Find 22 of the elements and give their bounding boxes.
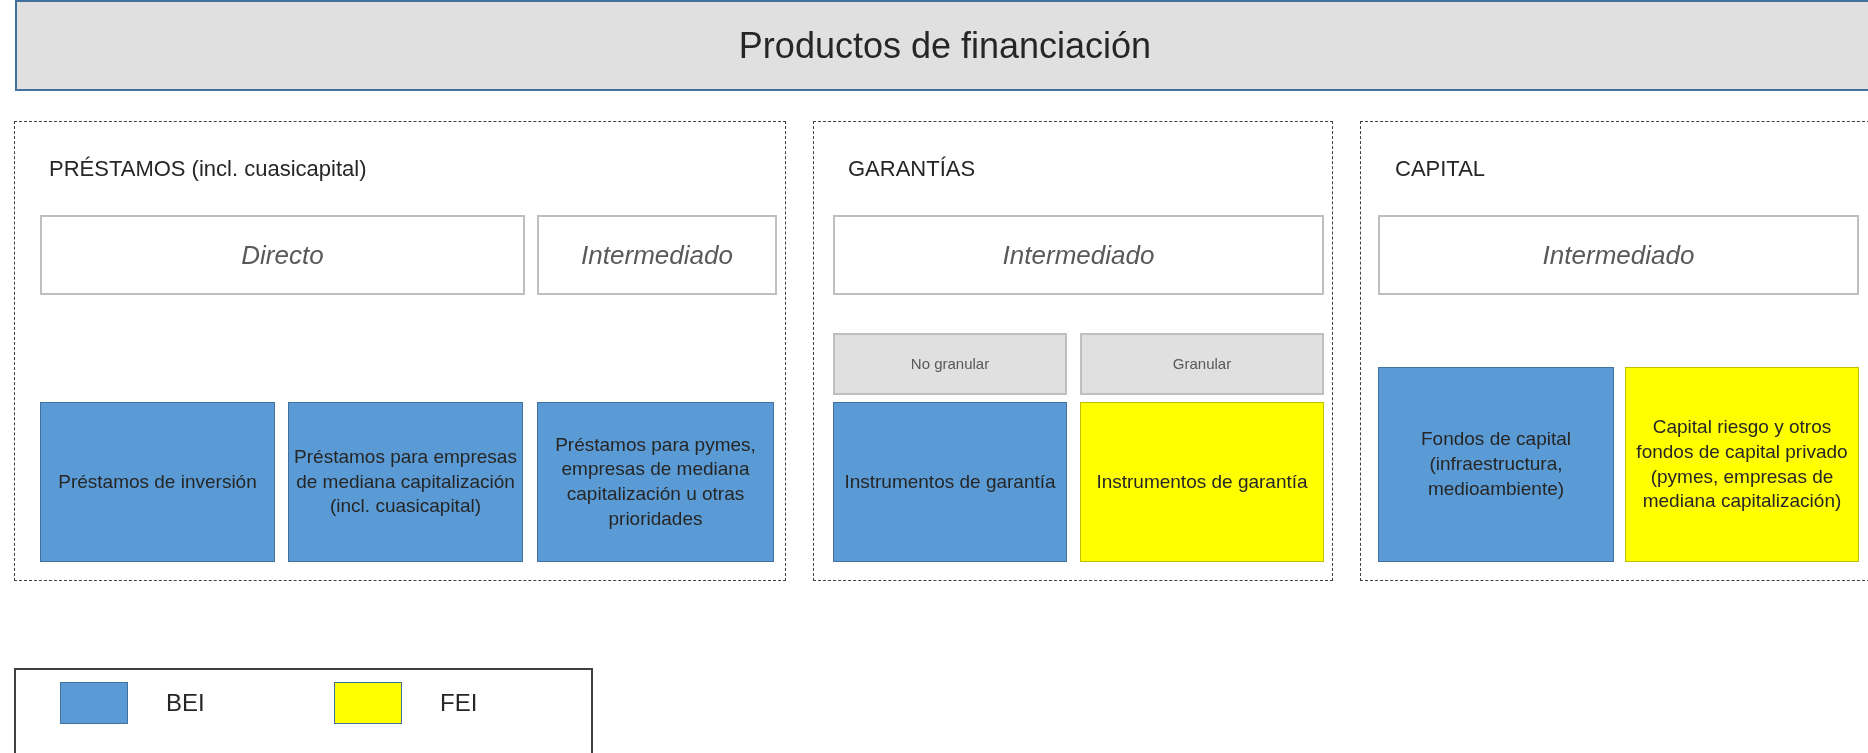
category-box: Granular — [1080, 333, 1324, 395]
channel-box: Intermediado — [1378, 215, 1859, 295]
channel-box: Intermediado — [833, 215, 1324, 295]
legend-label: FEI — [440, 688, 478, 718]
category-box: No granular — [833, 333, 1067, 395]
group-heading: CAPITAL — [1395, 155, 1486, 183]
channel-box: Directo — [40, 215, 525, 295]
legend-label: BEI — [166, 688, 205, 718]
product-box: Capital riesgo y otros fondos de capital privado (pymes, empresas de mediana capitalización) — [1625, 367, 1859, 562]
dashed-group — [1360, 121, 1868, 581]
product-box: Préstamos para empresas de mediana capitalización (incl. cuasicapital) — [288, 402, 523, 562]
group-heading: PRÉSTAMOS (incl. cuasicapital) — [49, 155, 367, 183]
dashed-group — [14, 121, 786, 581]
group-heading: GARANTÍAS — [848, 155, 976, 183]
channel-box: Intermediado — [537, 215, 777, 295]
product-box: Instrumentos de garantía — [833, 402, 1067, 562]
title-banner: Productos de financiación — [15, 0, 1868, 91]
product-box: Préstamos de inversión — [40, 402, 275, 562]
product-box: Fondos de capital (infraestructura, medioambiente) — [1378, 367, 1614, 562]
dashed-group — [813, 121, 1333, 581]
product-box: Préstamos para pymes, empresas de mediana capitalización u otras prioridades — [537, 402, 774, 562]
product-box: Instrumentos de garantía — [1080, 402, 1324, 562]
